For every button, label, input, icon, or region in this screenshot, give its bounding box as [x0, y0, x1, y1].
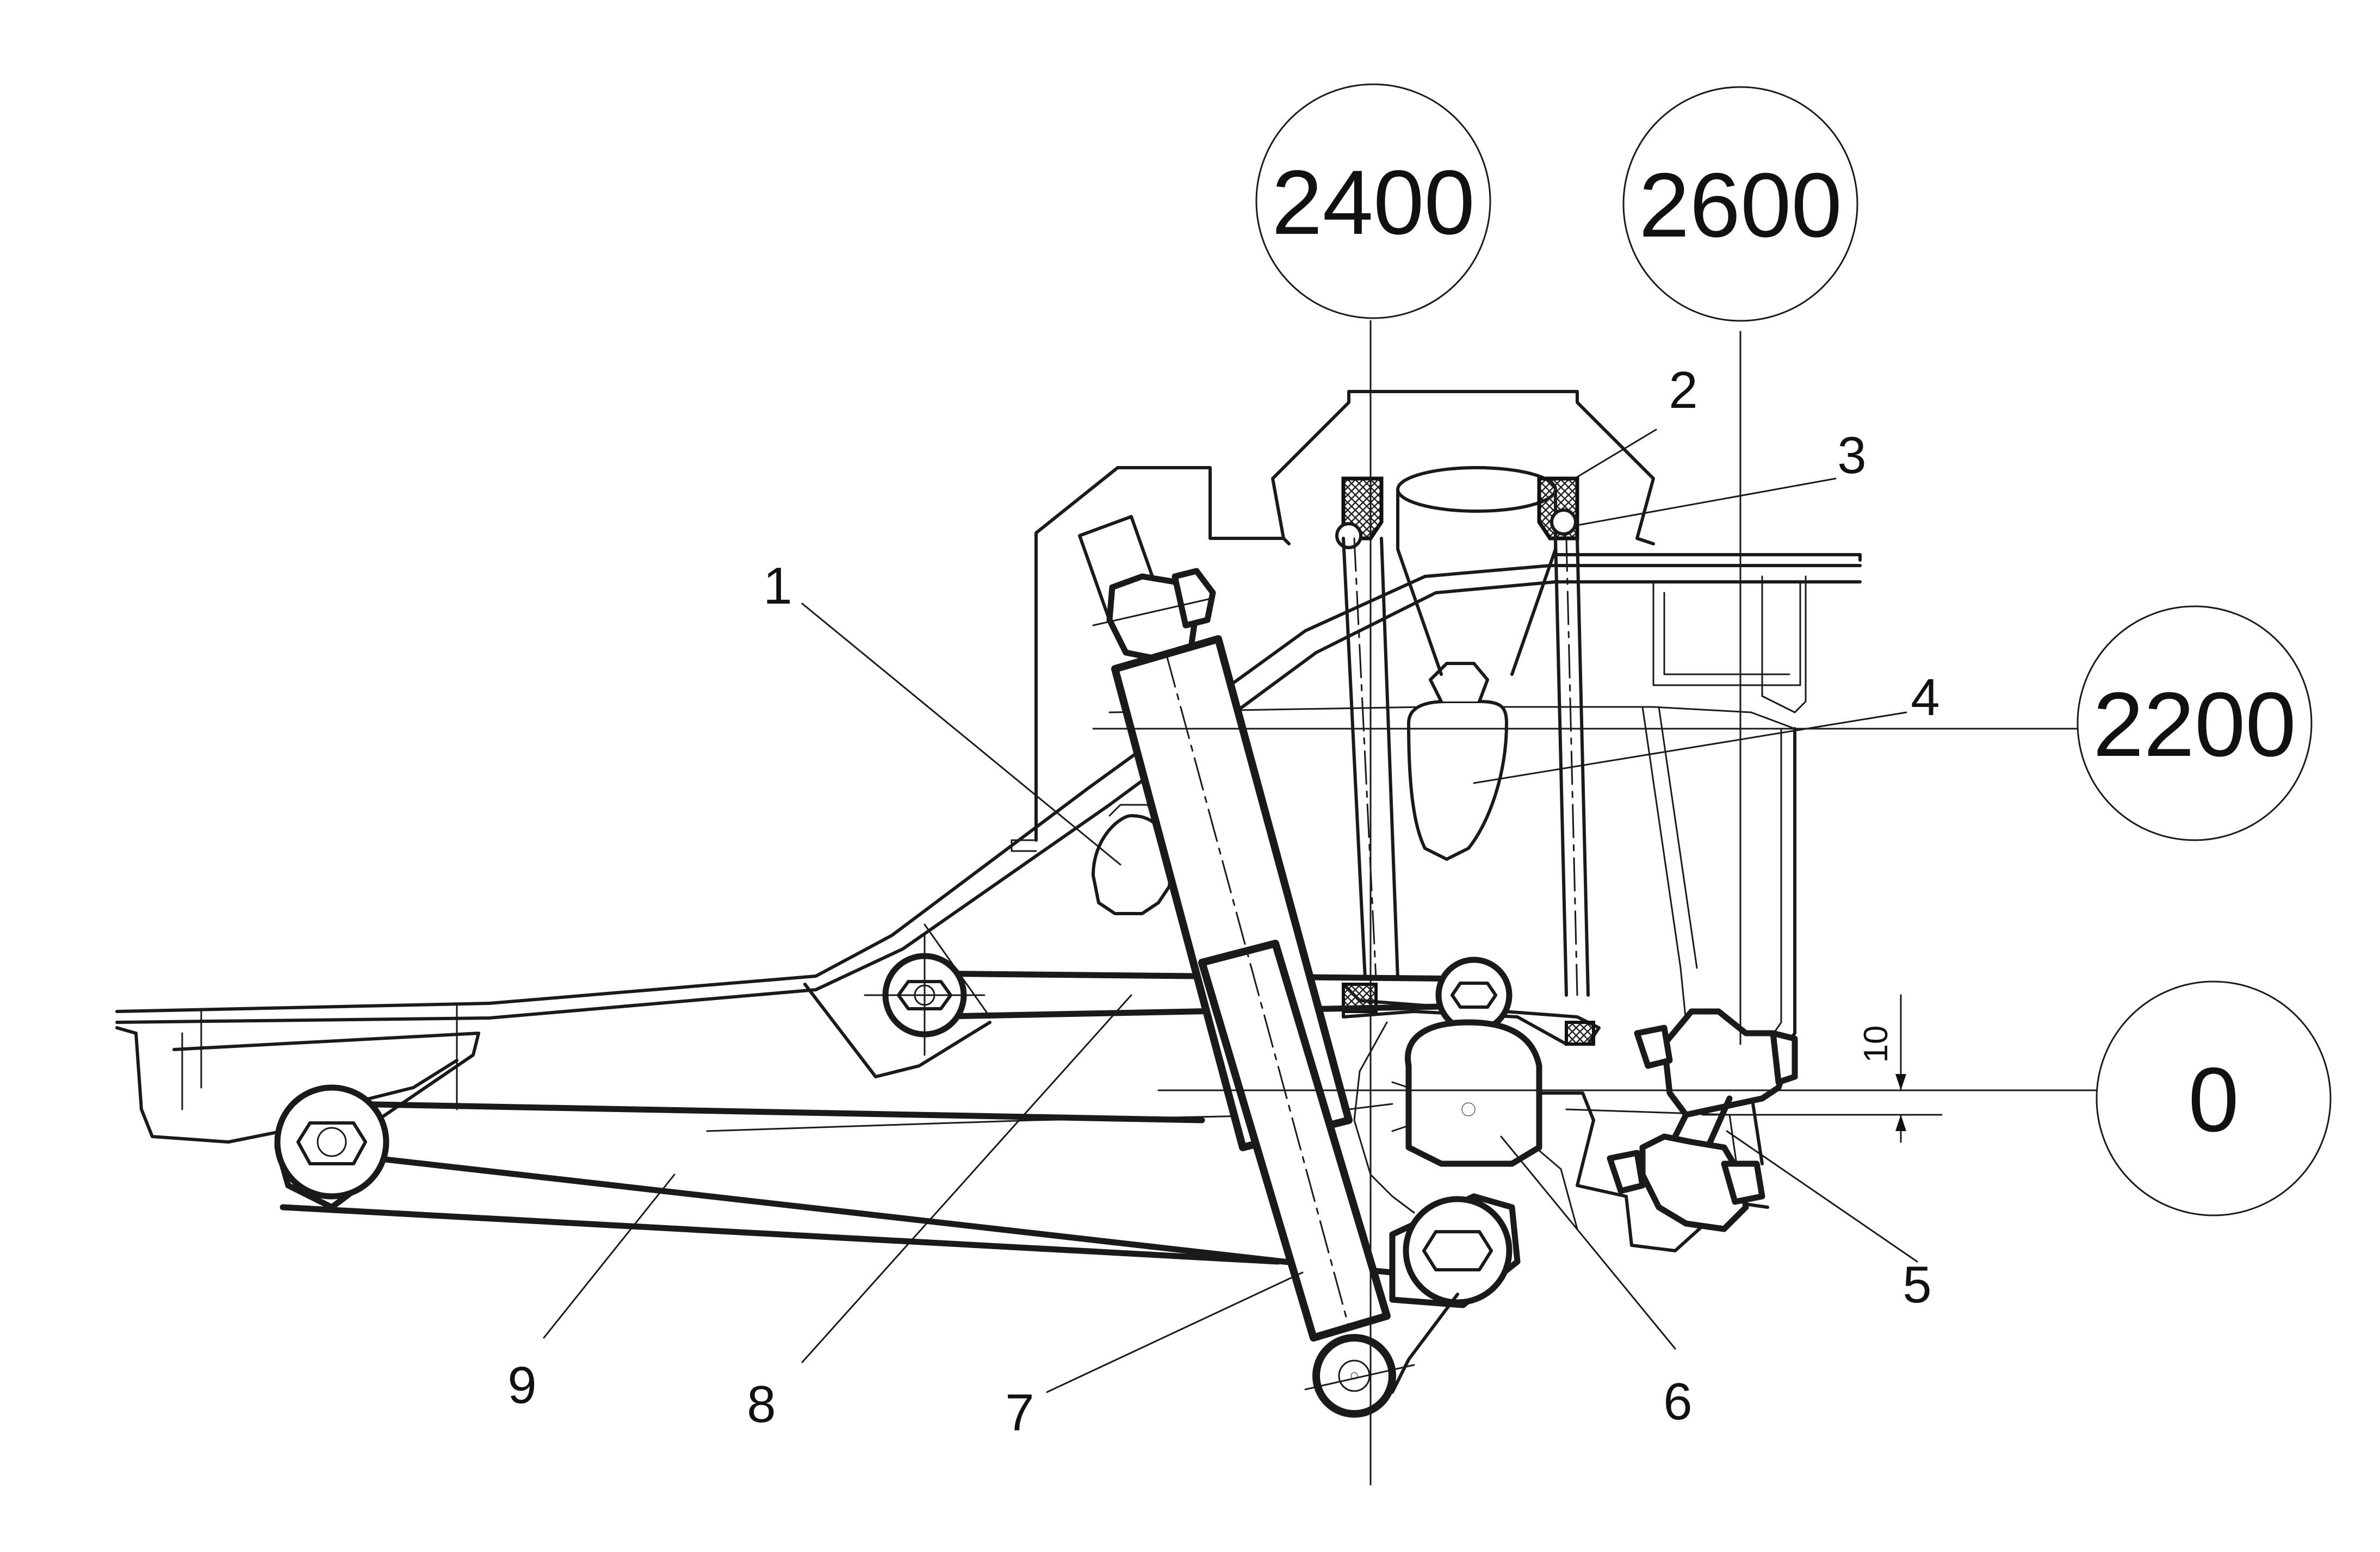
badge-0-label: 0	[2188, 1048, 2239, 1151]
callout-7: 7	[1005, 1383, 1034, 1442]
badge-2600-label: 2600	[1639, 154, 1842, 256]
callout-1: 1	[763, 557, 792, 615]
badge-2200: 2200	[2077, 605, 2313, 841]
leader-lines	[543, 429, 1918, 1393]
axle-hub	[1391, 1019, 1542, 1167]
callout-3: 3	[1837, 426, 1866, 485]
callouts: 1 2 3 4 5 6 7 8 9	[507, 361, 1939, 1442]
trailing-arm	[274, 1059, 1396, 1276]
badge-2400: 2400	[1255, 83, 1491, 319]
dimension-10: 10	[1857, 994, 1906, 1143]
callout-9: 9	[507, 1356, 536, 1414]
reference-lines	[1092, 320, 2098, 1486]
lower-bracket	[1389, 1193, 1521, 1394]
badge-2400-label: 2400	[1272, 151, 1475, 253]
badge-2200-label: 2200	[2093, 673, 2296, 775]
badge-0: 0	[2096, 980, 2332, 1216]
anti-roll-link	[1607, 1008, 1798, 1232]
callout-4: 4	[1911, 668, 1939, 727]
callout-8: 8	[747, 1375, 776, 1433]
shock-absorber	[1078, 515, 1415, 1418]
callout-6: 6	[1663, 1373, 1692, 1431]
badge-2600: 2600	[1622, 86, 1858, 322]
callout-2: 2	[1669, 361, 1697, 419]
dimension-label: 10	[1857, 1026, 1895, 1063]
bump-stop-rear	[1407, 662, 1508, 861]
callout-5: 5	[1902, 1256, 1931, 1314]
